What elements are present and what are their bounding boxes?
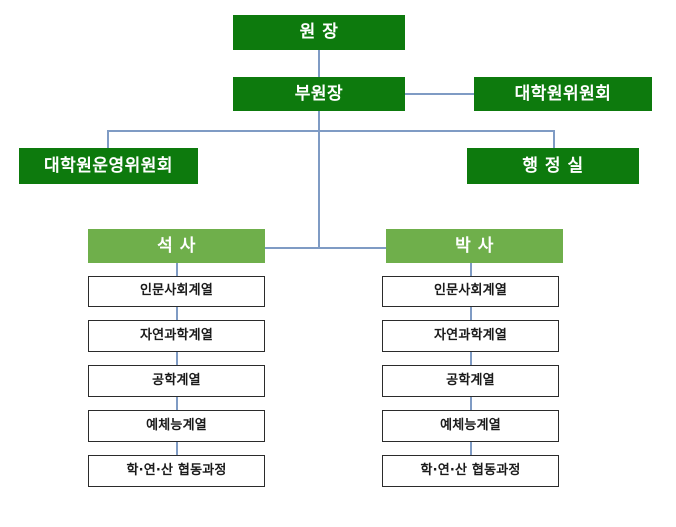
connector-bus-to-admin-office bbox=[553, 130, 555, 149]
connector-masters-stub-4 bbox=[176, 397, 178, 410]
connector-masters-stub-2 bbox=[176, 307, 178, 320]
node-masters-program-2[interactable]: 자연과학계열 bbox=[88, 320, 265, 352]
node-doctorate[interactable]: 박 사 bbox=[386, 229, 563, 263]
connector-doctorate-stub-1 bbox=[470, 263, 472, 276]
connector-bus-to-operating-committee bbox=[107, 130, 109, 149]
node-admin-office[interactable]: 행 정 실 bbox=[467, 148, 639, 184]
node-masters-program-4[interactable]: 예체능계열 bbox=[88, 410, 265, 442]
node-doctorate-program-1[interactable]: 인문사회계열 bbox=[382, 276, 559, 307]
connector-director-to-vice bbox=[318, 50, 320, 78]
connector-bus-horizontal bbox=[107, 130, 554, 132]
node-operating-committee[interactable]: 대학원운영위원회 bbox=[19, 148, 198, 184]
node-masters-program-1[interactable]: 인문사회계열 bbox=[88, 276, 265, 307]
node-doctorate-program-3[interactable]: 공학계열 bbox=[382, 365, 559, 397]
connector-doctorate-stub-2 bbox=[470, 307, 472, 320]
node-masters[interactable]: 석 사 bbox=[88, 229, 265, 263]
node-vice-director[interactable]: 부원장 bbox=[233, 77, 405, 111]
connector-masters-stub-3 bbox=[176, 352, 178, 365]
node-masters-program-3[interactable]: 공학계열 bbox=[88, 365, 265, 397]
node-doctorate-program-5[interactable]: 학·연·산 협동과정 bbox=[382, 455, 559, 487]
connector-doctorate-stub-3 bbox=[470, 352, 472, 365]
node-doctorate-program-4[interactable]: 예체능계열 bbox=[382, 410, 559, 442]
node-director[interactable]: 원 장 bbox=[233, 15, 405, 50]
node-masters-program-5[interactable]: 학·연·산 협동과정 bbox=[88, 455, 265, 487]
connector-masters-to-doctorate bbox=[265, 247, 386, 249]
connector-masters-stub-5 bbox=[176, 442, 178, 455]
connector-doctorate-stub-4 bbox=[470, 397, 472, 410]
connector-doctorate-stub-5 bbox=[470, 442, 472, 455]
node-doctorate-program-2[interactable]: 자연과학계열 bbox=[382, 320, 559, 352]
node-graduate-committee[interactable]: 대학원위원회 bbox=[474, 77, 652, 111]
connector-masters-stub-1 bbox=[176, 263, 178, 276]
connector-vice-trunk bbox=[318, 110, 320, 248]
